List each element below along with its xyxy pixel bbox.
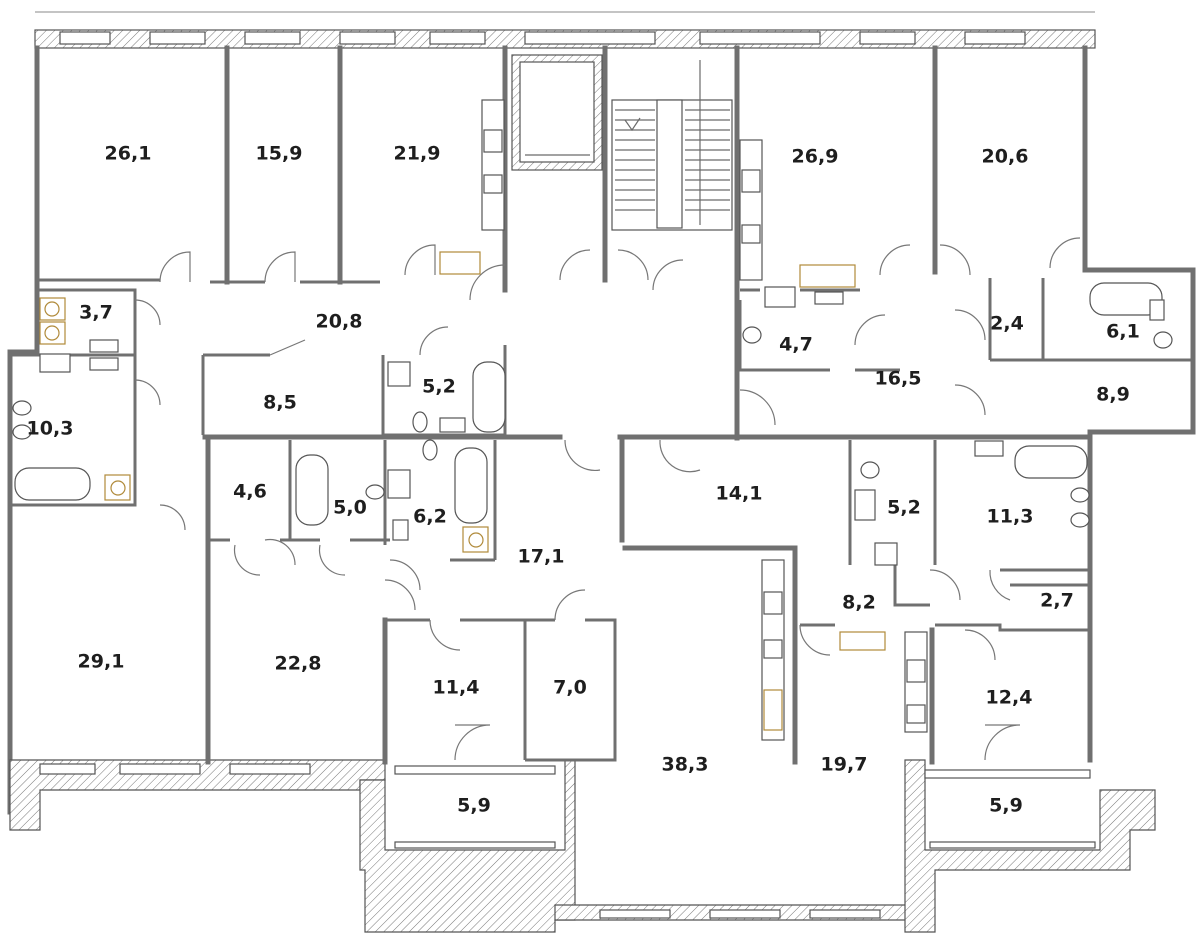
sink-icon [39,353,71,373]
room-area-label: 4,7 [779,334,813,356]
room-area-label: 14,1 [716,483,763,505]
stove-icon [906,659,926,683]
room-area-label: 5,9 [989,795,1023,817]
room-area-label: 11,4 [433,677,480,699]
room-area-label: 16,5 [875,368,922,390]
toilet-icon [412,411,428,433]
room-area-label: 3,7 [79,302,113,324]
room-area-label: 8,2 [842,592,876,614]
toilet-icon [742,326,762,344]
stove-icon [763,591,783,615]
toilet-icon [422,439,438,461]
kitchen-counter [481,99,505,231]
room-area-label: 26,9 [792,146,839,168]
room-area-label: 29,1 [78,651,125,673]
room-area-label: 7,0 [553,677,587,699]
heated-floor-icon [799,264,856,288]
sink-icon [387,361,411,387]
room-area-label: 6,2 [413,506,447,528]
bathtub-icon [14,467,91,501]
sink-icon [483,174,503,194]
sink-icon [854,489,876,521]
stove-icon [483,129,503,153]
heated-floor-icon [439,251,481,275]
sink-icon [392,519,409,541]
kitchen-counter [739,139,763,281]
sink-icon [763,639,783,659]
sink-icon [874,542,898,566]
room-area-label: 12,4 [986,687,1033,709]
stair-lift-core [511,54,733,231]
heated-floor-icon [763,689,783,731]
sink-icon [906,704,926,724]
bathtub-icon [472,361,506,433]
room-area-label: 4,6 [233,481,267,503]
room-area-label: 22,8 [275,653,322,675]
sink-icon [89,339,119,353]
sink-icon [764,286,796,308]
sink-icon [439,417,466,433]
room-area-label: 15,9 [256,143,303,165]
room-area-label: 2,7 [1040,590,1074,612]
fixtures [12,99,1173,741]
room-area-label: 19,7 [821,754,868,776]
toilet-icon [12,400,32,416]
sink-icon [974,440,1004,457]
room-area-label: 5,2 [422,376,456,398]
room-area-label: 20,8 [316,311,363,333]
bathtub-icon [454,447,488,524]
room-area-label: 17,1 [518,546,565,568]
room-area-labels: 26,1 15,9 21,9 26,9 20,6 3,7 20,8 10,3 8… [27,143,1140,817]
room-area-label: 5,9 [457,795,491,817]
room-area-label: 5,0 [333,497,367,519]
room-area-label: 26,1 [105,143,152,165]
sink-icon [387,469,411,499]
doors [134,237,1081,761]
exterior-walls [7,29,1196,933]
heated-floor-icon [839,631,886,651]
toilet-icon [1153,331,1173,349]
toilet-icon [1070,512,1090,528]
bathtub-icon [295,454,329,526]
sink-icon [741,224,761,244]
toilet-icon [1070,487,1090,503]
bathtub-icon [1089,282,1163,316]
room-area-label: 8,9 [1096,384,1130,406]
heated-towel-icon [104,474,131,501]
room-area-label: 11,3 [987,506,1034,528]
toilet-icon [12,424,32,440]
sink-icon [89,357,119,371]
room-area-label: 5,2 [887,497,921,519]
room-area-label: 20,6 [982,146,1029,168]
interior-walls [10,45,1193,765]
room-area-label: 38,3 [662,754,709,776]
room-area-label: 8,5 [263,392,297,414]
stove-icon [741,169,761,193]
washer-icon [44,301,60,317]
room-area-label: 21,9 [394,143,441,165]
toilet-icon [860,461,880,479]
toilet-icon [365,484,385,500]
room-area-label: 10,3 [27,418,74,440]
sink-icon [814,291,844,305]
room-area-label: 2,4 [990,313,1024,335]
washer-icon [44,325,60,341]
bathtub-icon [1014,445,1088,479]
sink-icon [1149,299,1165,321]
room-area-label: 6,1 [1106,321,1140,343]
